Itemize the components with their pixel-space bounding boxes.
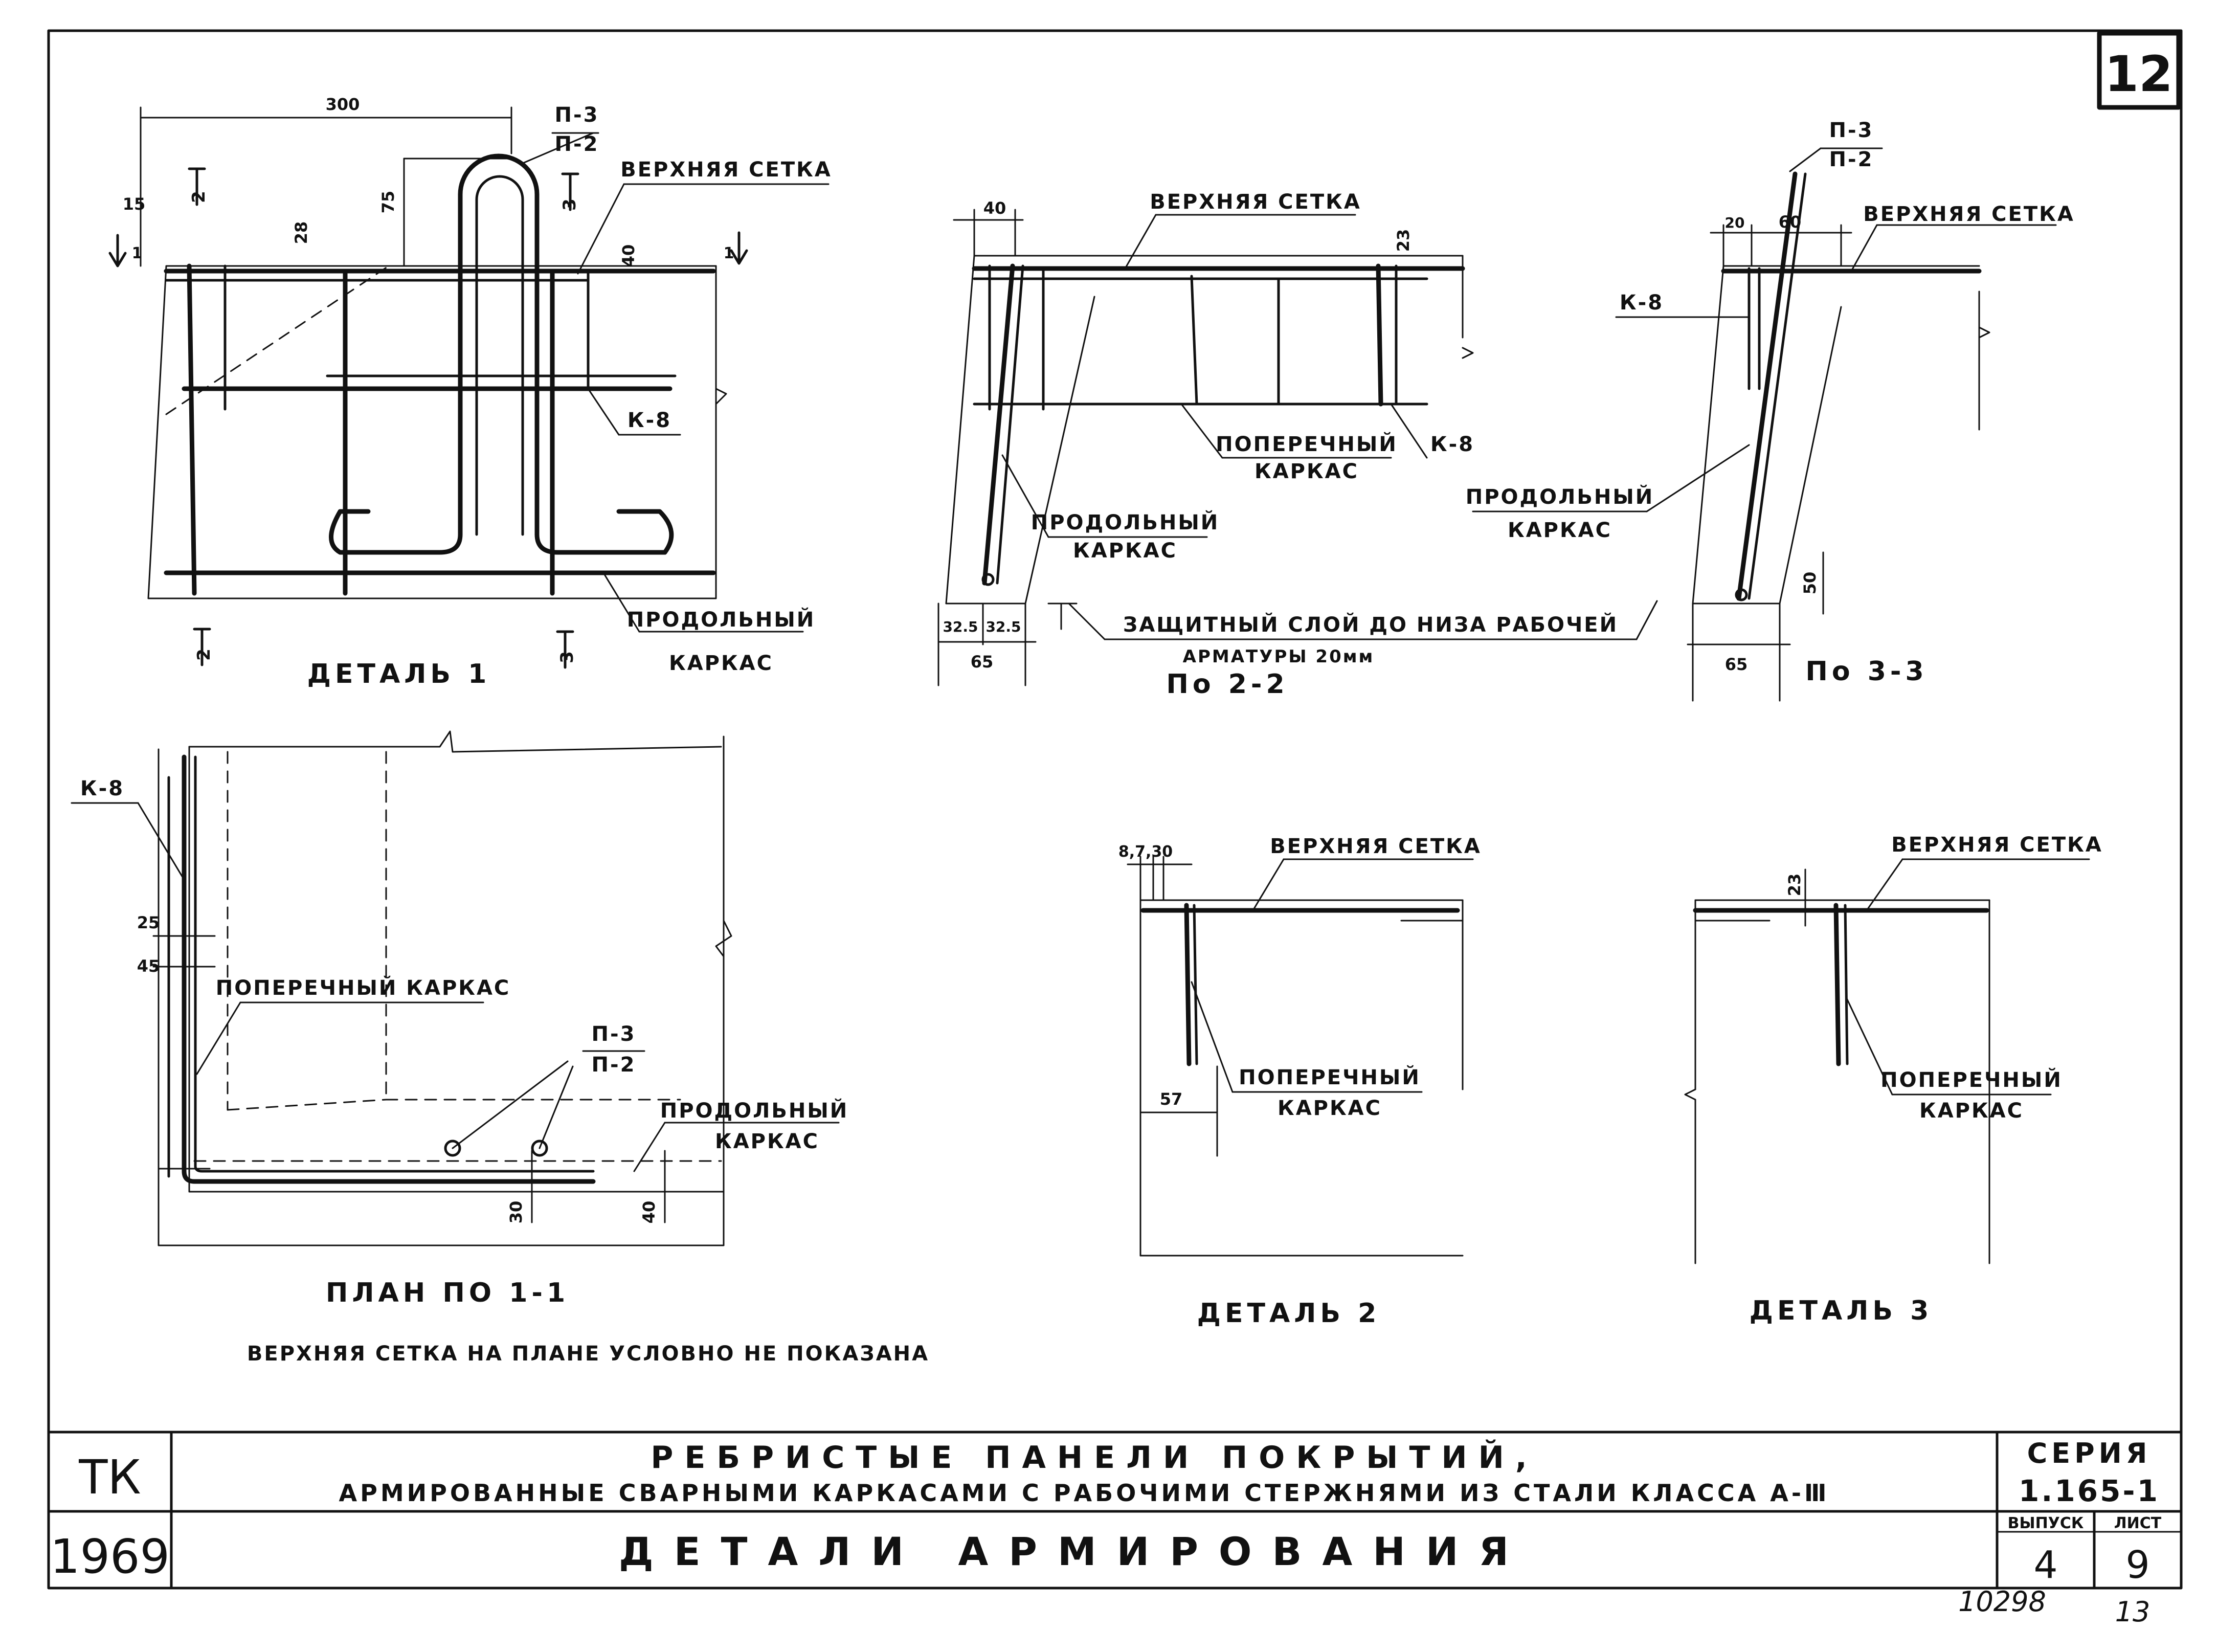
dim-40: 40 bbox=[619, 244, 638, 267]
issue-label: ВЫПУСК bbox=[2008, 1514, 2084, 1532]
s33-dim-50: 50 bbox=[1800, 572, 1820, 595]
detail1-upper-mesh-label: ВЕРХНЯЯ СЕТКА bbox=[620, 158, 832, 182]
dim-300: 300 bbox=[326, 95, 360, 114]
detail1-k8-label: К-8 bbox=[628, 409, 671, 432]
detail1-p3-label: П-3 bbox=[555, 103, 599, 127]
detail-3-caption: ДЕТАЛЬ 3 bbox=[1750, 1296, 1933, 1326]
plan-1-1: 25 45 30 40 К-8 ПОПЕРЕЧНЫЙ КАРКАС П-3 П-… bbox=[71, 730, 929, 1366]
d2-dim-top: 8,7,30 bbox=[1118, 843, 1173, 861]
d3-upper-mesh-label: ВЕРХНЯЯ СЕТКА bbox=[1891, 833, 2103, 857]
detail-1: 300 15 28 75 40 2 3 1 1 2 3 П-3 П-2 ВЕРХ… bbox=[108, 95, 832, 689]
s22-dim-32-5-b: 32.5 bbox=[985, 618, 1021, 635]
d3-cross-frame-label-2: КАРКАС bbox=[1919, 1099, 2024, 1123]
plan-dim-30: 30 bbox=[506, 1201, 526, 1224]
d2-upper-mesh-label: ВЕРХНЯЯ СЕТКА bbox=[1270, 835, 1482, 858]
section-2-2: 40 23 32.5 32.5 65 ВЕРХНЯЯ СЕТКА ПОПЕРЕЧ… bbox=[937, 190, 1658, 700]
plan-1-1-caption: ПЛАН ПО 1-1 bbox=[326, 1278, 569, 1308]
section-mark-2-top: 2 bbox=[189, 191, 209, 203]
plan-k8-label: К-8 bbox=[80, 777, 124, 800]
s33-k8-label: К-8 bbox=[1620, 291, 1664, 315]
drawing-subtitle: ДЕТАЛИ АРМИРОВАНИЯ bbox=[619, 1529, 1529, 1574]
s33-long-frame-label-2: КАРКАС bbox=[1508, 519, 1612, 542]
plan-dim-40: 40 bbox=[639, 1201, 659, 1224]
archive-number: 10298 bbox=[1958, 1586, 2046, 1618]
section-mark-1-left: 1 bbox=[132, 244, 143, 262]
dim-75: 75 bbox=[378, 191, 398, 214]
section-2-2-caption: По 2-2 bbox=[1166, 669, 1288, 700]
d2-cross-frame-label-2: КАРКАС bbox=[1278, 1097, 1382, 1120]
page-number: 13 bbox=[2115, 1596, 2150, 1628]
s33-p2-label: П-2 bbox=[1829, 148, 1874, 171]
plan-p3-label: П-3 bbox=[592, 1022, 636, 1046]
detail1-long-frame-label-2: КАРКАС bbox=[669, 652, 773, 675]
plan-dim-25: 25 bbox=[137, 913, 160, 932]
d2-dim-57: 57 bbox=[1160, 1089, 1183, 1109]
detail-2: 8,7,30 57 ВЕРХНЯЯ СЕТКА ПОПЕРЕЧНЫЙ КАРКА… bbox=[1118, 835, 1482, 1329]
s33-dim-20: 20 bbox=[1725, 214, 1745, 231]
series-value: 1.165-1 bbox=[2019, 1474, 2160, 1508]
plan-p2-label: П-2 bbox=[592, 1053, 636, 1077]
section-mark-3-bottom: 3 bbox=[557, 651, 577, 663]
detail-2-caption: ДЕТАЛЬ 2 bbox=[1197, 1298, 1381, 1329]
title-block: ТК 1969 РЕБРИСТЫЕ ПАНЕЛИ ПОКРЫТИЙ, АРМИР… bbox=[47, 1431, 2183, 1628]
sheet-number: 12 bbox=[2104, 46, 2173, 103]
issue-value: 4 bbox=[2033, 1543, 2057, 1587]
section-mark-2-bottom: 2 bbox=[194, 649, 214, 661]
s22-cross-frame-label-1: ПОПЕРЕЧНЫЙ bbox=[1216, 432, 1398, 456]
section-3-3-caption: По 3-3 bbox=[1805, 656, 1928, 687]
series-label: СЕРИЯ bbox=[2027, 1437, 2152, 1469]
detail-3: 23 ВЕРХНЯЯ СЕТКА ПОПЕРЕЧНЫЙ КАРКАС ДЕТАЛ… bbox=[1684, 833, 2103, 1326]
s22-long-frame-label-1: ПРОДОЛЬНЫЙ bbox=[1031, 510, 1220, 534]
plan-cross-frame-label: ПОПЕРЕЧНЫЙ КАРКАС bbox=[216, 975, 511, 1000]
s22-long-frame-label-2: КАРКАС bbox=[1073, 539, 1177, 563]
protective-layer-note-2: АРМАТУРЫ 20мм bbox=[1183, 646, 1375, 667]
protective-layer-note-1: ЗАЩИТНЫЙ СЛОЙ ДО НИЗА РАБОЧЕЙ bbox=[1123, 612, 1618, 637]
detail1-caption: ДЕТАЛЬ 1 bbox=[307, 659, 491, 689]
plan-note: ВЕРХНЯЯ СЕТКА НА ПЛАНЕ УСЛОВНО НЕ ПОКАЗА… bbox=[247, 1342, 929, 1366]
section-3-3: 20 60 50 65 П-3 П-2 ВЕРХНЯЯ СЕТКА К-8 ПР… bbox=[1466, 119, 2075, 702]
dim-28: 28 bbox=[292, 221, 311, 244]
section-mark-1-right: 1 bbox=[724, 244, 734, 262]
d2-cross-frame-label-1: ПОПЕРЕЧНЫЙ bbox=[1239, 1065, 1421, 1089]
s33-upper-mesh-label: ВЕРХНЯЯ СЕТКА bbox=[1863, 203, 2075, 226]
dim-15: 15 bbox=[123, 194, 146, 214]
plan-long-frame-label-1: ПРОДОЛЬНЫЙ bbox=[660, 1098, 849, 1123]
s33-dim-60: 60 bbox=[1779, 212, 1802, 232]
s22-dim-65: 65 bbox=[971, 652, 994, 672]
plan-dim-45: 45 bbox=[137, 956, 160, 976]
year: 1969 bbox=[50, 1529, 170, 1584]
s22-k8-label: К-8 bbox=[1430, 433, 1474, 456]
s33-p3-label: П-3 bbox=[1829, 119, 1874, 142]
s22-upper-mesh-label: ВЕРХНЯЯ СЕТКА bbox=[1150, 190, 1361, 214]
sheet-label: ЛИСТ bbox=[2114, 1514, 2162, 1532]
detail1-p2-label: П-2 bbox=[555, 132, 599, 156]
section-mark-3-top: 3 bbox=[559, 198, 580, 211]
title-line-1: РЕБРИСТЫЕ ПАНЕЛИ ПОКРЫТИЙ, bbox=[651, 1439, 1538, 1476]
s22-dim-32-5-a: 32.5 bbox=[943, 618, 978, 635]
s22-dim-23: 23 bbox=[1394, 229, 1413, 252]
title-line-2: АРМИРОВАННЫЕ СВАРНЫМИ КАРКАСАМИ С РАБОЧИ… bbox=[339, 1479, 1830, 1507]
sheet-value: 9 bbox=[2125, 1543, 2149, 1587]
s33-long-frame-label-1: ПРОДОЛЬНЫЙ bbox=[1466, 484, 1654, 509]
s22-dim-40: 40 bbox=[983, 198, 1006, 218]
d3-dim-23: 23 bbox=[1785, 874, 1804, 897]
d3-cross-frame-label-1: ПОПЕРЕЧНЫЙ bbox=[1880, 1067, 2063, 1092]
s33-dim-65: 65 bbox=[1725, 655, 1748, 674]
detail1-long-frame-label-1: ПРОДОЛЬНЫЙ bbox=[627, 607, 816, 632]
s22-cross-frame-label-2: КАРКАС bbox=[1254, 460, 1359, 483]
plan-long-frame-label-2: КАРКАС bbox=[715, 1130, 819, 1153]
sheet-frame: 12 bbox=[47, 29, 2183, 1590]
org-code: ТК bbox=[78, 1450, 141, 1505]
